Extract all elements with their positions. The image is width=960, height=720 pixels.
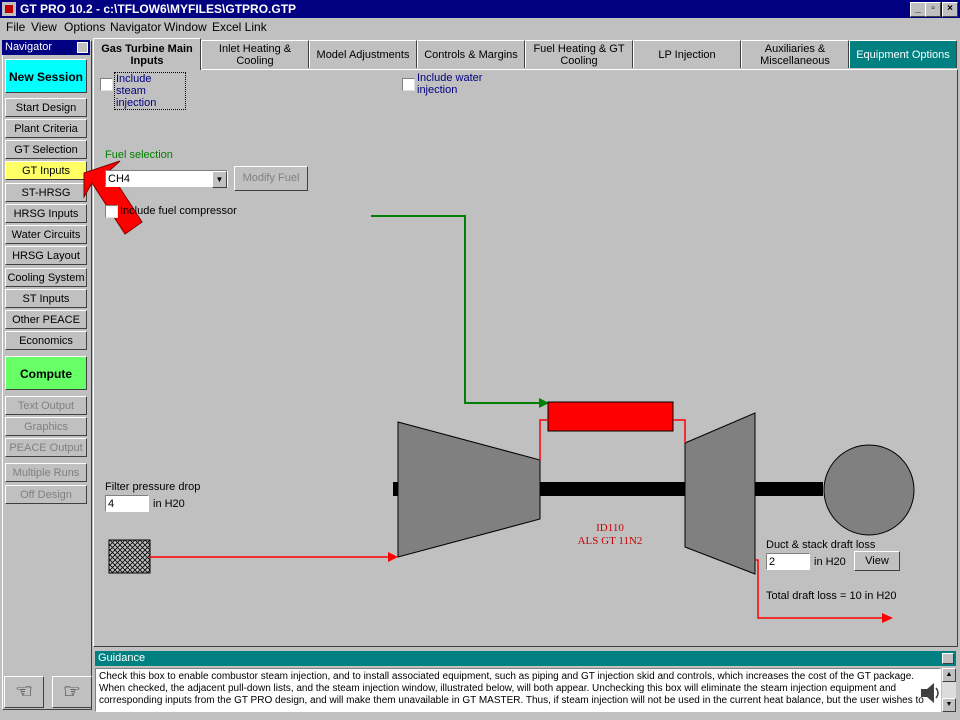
fuel-compressor-checkbox[interactable]	[105, 205, 118, 218]
nav-hrsg-layout[interactable]: HRSG Layout	[5, 246, 87, 265]
navigator-header: Navigator	[2, 40, 90, 55]
speaker-icon[interactable]	[918, 680, 942, 706]
gt-model-text: ALS GT 11N2	[577, 535, 643, 547]
gt-model-id: ID110 ALS GT 11N2	[540, 522, 680, 548]
combustor-to-turbine-line	[673, 419, 686, 443]
menu-view[interactable]: View	[31, 20, 57, 34]
nav-peace-output[interactable]: PEACE Output	[5, 438, 87, 457]
compressor-to-combustor-line	[539, 419, 548, 460]
navigator-close-icon[interactable]	[77, 42, 88, 53]
menu-bar: File View Options Navigator Window Excel…	[0, 18, 960, 36]
turbine	[684, 412, 756, 575]
main-panel	[93, 69, 958, 647]
title-bar: GT PRO 10.2 - c:\TFLOW6\MYFILES\GTPRO.GT…	[0, 0, 960, 18]
tab-equipment-options[interactable]: Equipment Options	[849, 40, 957, 68]
nav-other-peace[interactable]: Other PEACE	[5, 310, 87, 329]
chevron-down-icon[interactable]: ▼	[212, 171, 227, 188]
guidance-text: Check this box to enable combustor steam…	[95, 668, 941, 712]
air-inlet-arrow-icon	[388, 552, 398, 562]
navigator-title: Navigator	[5, 41, 53, 53]
nav-off-design[interactable]: Off Design	[5, 485, 87, 504]
nav-cooling-system[interactable]: Cooling System	[5, 268, 87, 287]
nav-water-circuits[interactable]: Water Circuits	[5, 225, 87, 244]
nav-multiple-runs[interactable]: Multiple Runs	[5, 463, 87, 482]
filter-pressure-unit: in H20	[153, 498, 185, 510]
compute-button[interactable]: Compute	[5, 356, 87, 390]
minimize-button[interactable]: _	[910, 2, 926, 17]
combustor	[547, 401, 674, 432]
maximize-button[interactable]: ▫	[925, 2, 941, 17]
duct-draft-input[interactable]: 2	[766, 553, 810, 570]
menu-navigator[interactable]: Navigator	[110, 20, 162, 34]
guidance-header: Guidance	[95, 651, 956, 666]
fuel-select[interactable]: CH4 ▼	[105, 170, 228, 188]
menu-options[interactable]: Options	[64, 20, 106, 34]
nav-start-design[interactable]: Start Design	[5, 98, 87, 117]
window-title: GT PRO 10.2 - c:\TFLOW6\MYFILES\GTPRO.GT…	[20, 2, 297, 16]
tab-inlet-heating-cooling[interactable]: Inlet Heating & Cooling	[201, 40, 309, 68]
tab-model-adjustments[interactable]: Model Adjustments	[309, 40, 417, 68]
view-button[interactable]: View	[854, 551, 900, 571]
exhaust-arrow-icon	[882, 613, 893, 623]
compressor	[397, 421, 541, 558]
duct-draft-label: Duct & stack draft loss	[766, 539, 876, 551]
guidance-scrollbar[interactable]: ▲ ▼	[942, 668, 956, 712]
steam-injection-checkbox[interactable]	[100, 78, 113, 91]
water-injection-checkbox[interactable]	[402, 78, 415, 91]
steam-injection-label[interactable]: Include steam injection	[114, 72, 186, 110]
nav-hrsg-inputs[interactable]: HRSG Inputs	[5, 204, 87, 223]
scroll-down-icon[interactable]: ▼	[942, 698, 956, 712]
exhaust-line	[755, 559, 884, 619]
forward-hand-icon[interactable]: ☞	[52, 676, 92, 708]
nav-gt-inputs[interactable]: GT Inputs	[5, 161, 87, 180]
gt-id-text: ID110	[596, 522, 624, 534]
scroll-up-icon[interactable]: ▲	[942, 668, 956, 682]
fuel-line	[371, 215, 543, 404]
back-hand-icon[interactable]: ☜	[4, 676, 44, 708]
generator	[823, 444, 915, 536]
menu-excel-link[interactable]: Excel Link	[212, 20, 267, 34]
guidance-title: Guidance	[98, 652, 146, 664]
nav-economics[interactable]: Economics	[5, 331, 87, 350]
duct-draft-unit: in H20	[814, 556, 846, 568]
filter-pressure-input[interactable]: 4	[105, 495, 149, 512]
modify-fuel-button[interactable]: Modify Fuel	[234, 166, 308, 191]
guidance-close-icon[interactable]	[942, 653, 954, 664]
nav-st-inputs[interactable]: ST Inputs	[5, 289, 87, 308]
nav-text-output[interactable]: Text Output	[5, 396, 87, 415]
water-injection-label[interactable]: Include water injection	[417, 72, 483, 96]
fuel-selection-label: Fuel selection	[105, 149, 173, 161]
app-icon	[2, 2, 16, 16]
new-session-button[interactable]: New Session	[5, 59, 87, 93]
pointer-arrow-icon	[83, 160, 143, 235]
menu-window[interactable]: Window	[164, 20, 207, 34]
total-draft-loss: Total draft loss = 10 in H20	[766, 590, 897, 602]
fuel-select-value: CH4	[108, 173, 131, 185]
tab-lp-injection[interactable]: LP Injection	[633, 40, 741, 68]
menu-file[interactable]: File	[6, 20, 26, 34]
tab-gas-turbine-main-inputs[interactable]: Gas Turbine Main Inputs	[93, 38, 201, 70]
fuel-compressor-label[interactable]: Include fuel compressor	[120, 205, 237, 217]
tab-fuel-heating-gt-cooling[interactable]: Fuel Heating & GT Cooling	[525, 40, 633, 68]
tab-auxiliaries-miscellaneous[interactable]: Auxiliaries & Miscellaneous	[741, 40, 849, 68]
tab-controls-margins[interactable]: Controls & Margins	[417, 40, 525, 68]
fuel-arrow-icon	[539, 398, 549, 408]
filter-pressure-label: Filter pressure drop	[105, 481, 201, 493]
close-button[interactable]: ×	[942, 2, 958, 17]
nav-gt-selection[interactable]: GT Selection	[5, 140, 87, 159]
nav-plant-criteria[interactable]: Plant Criteria	[5, 119, 87, 138]
inlet-filter-icon	[108, 539, 151, 574]
